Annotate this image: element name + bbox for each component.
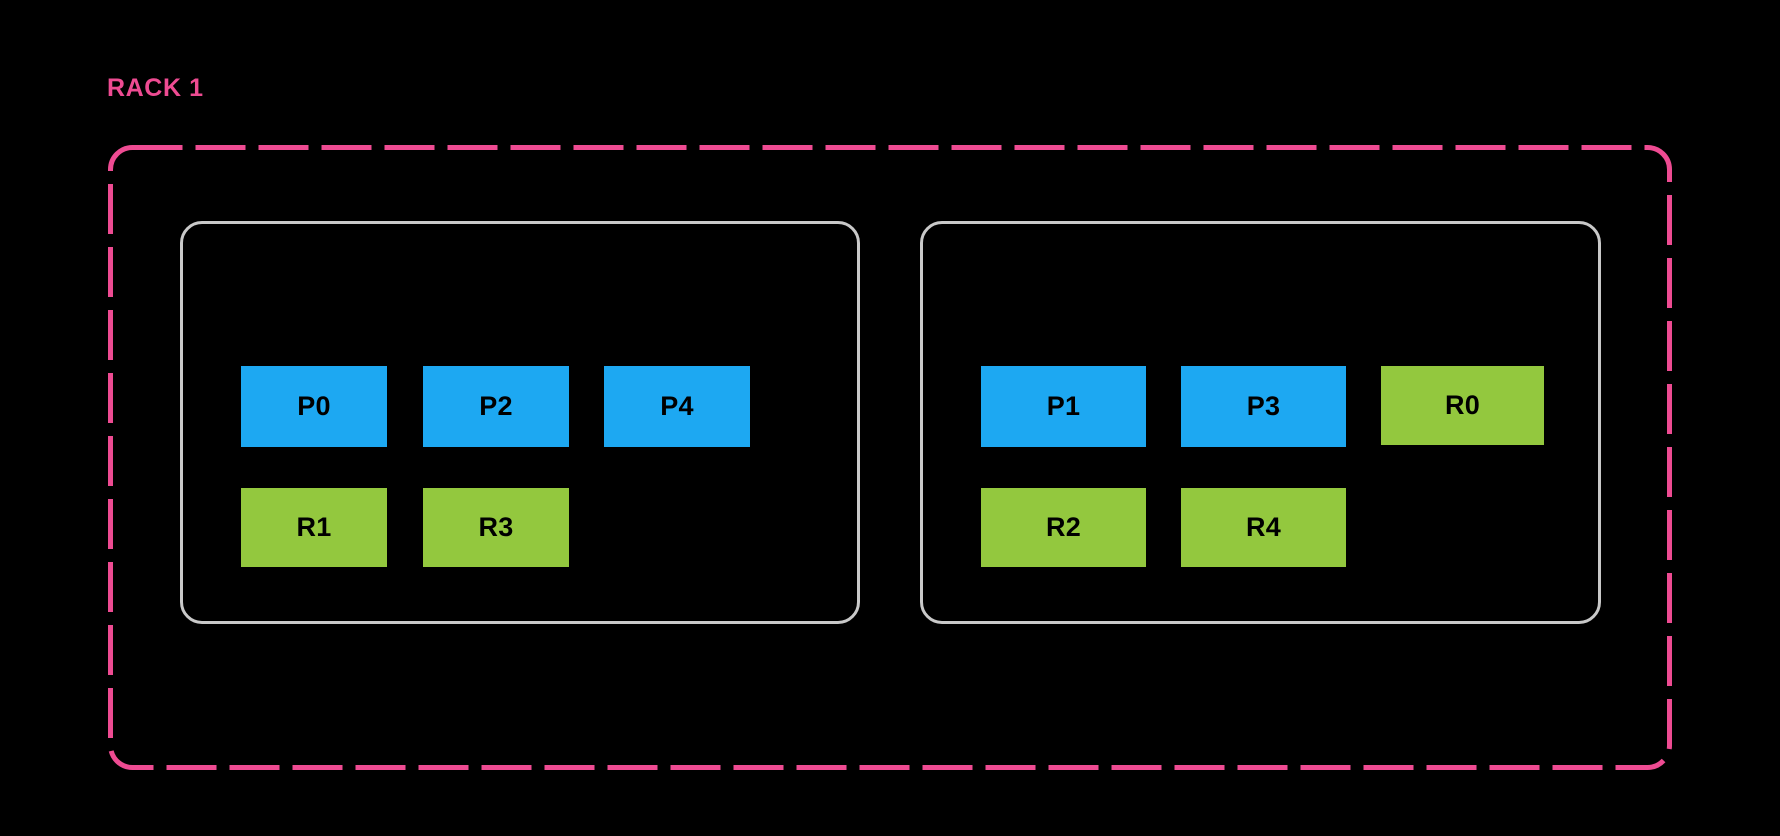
partition-chip-p4[interactable]: P4 — [604, 366, 750, 447]
rack-label: RACK 1 — [107, 74, 204, 102]
partition-chip-p1[interactable]: P1 — [981, 366, 1146, 447]
replica-chip-r3[interactable]: R3 — [423, 488, 569, 567]
partition-chip-p2[interactable]: P2 — [423, 366, 569, 447]
partition-chip-p0[interactable]: P0 — [241, 366, 387, 447]
replica-chip-r1[interactable]: R1 — [241, 488, 387, 567]
rack-boundary — [108, 145, 1672, 770]
replica-chip-r0[interactable]: R0 — [1381, 366, 1544, 445]
rack-dashed-rect — [108, 145, 1672, 770]
partition-chip-p3[interactable]: P3 — [1181, 366, 1346, 447]
replica-chip-r4[interactable]: R4 — [1181, 488, 1346, 567]
rack-dashed-border-svg — [108, 145, 1672, 770]
replica-chip-r2[interactable]: R2 — [981, 488, 1146, 567]
